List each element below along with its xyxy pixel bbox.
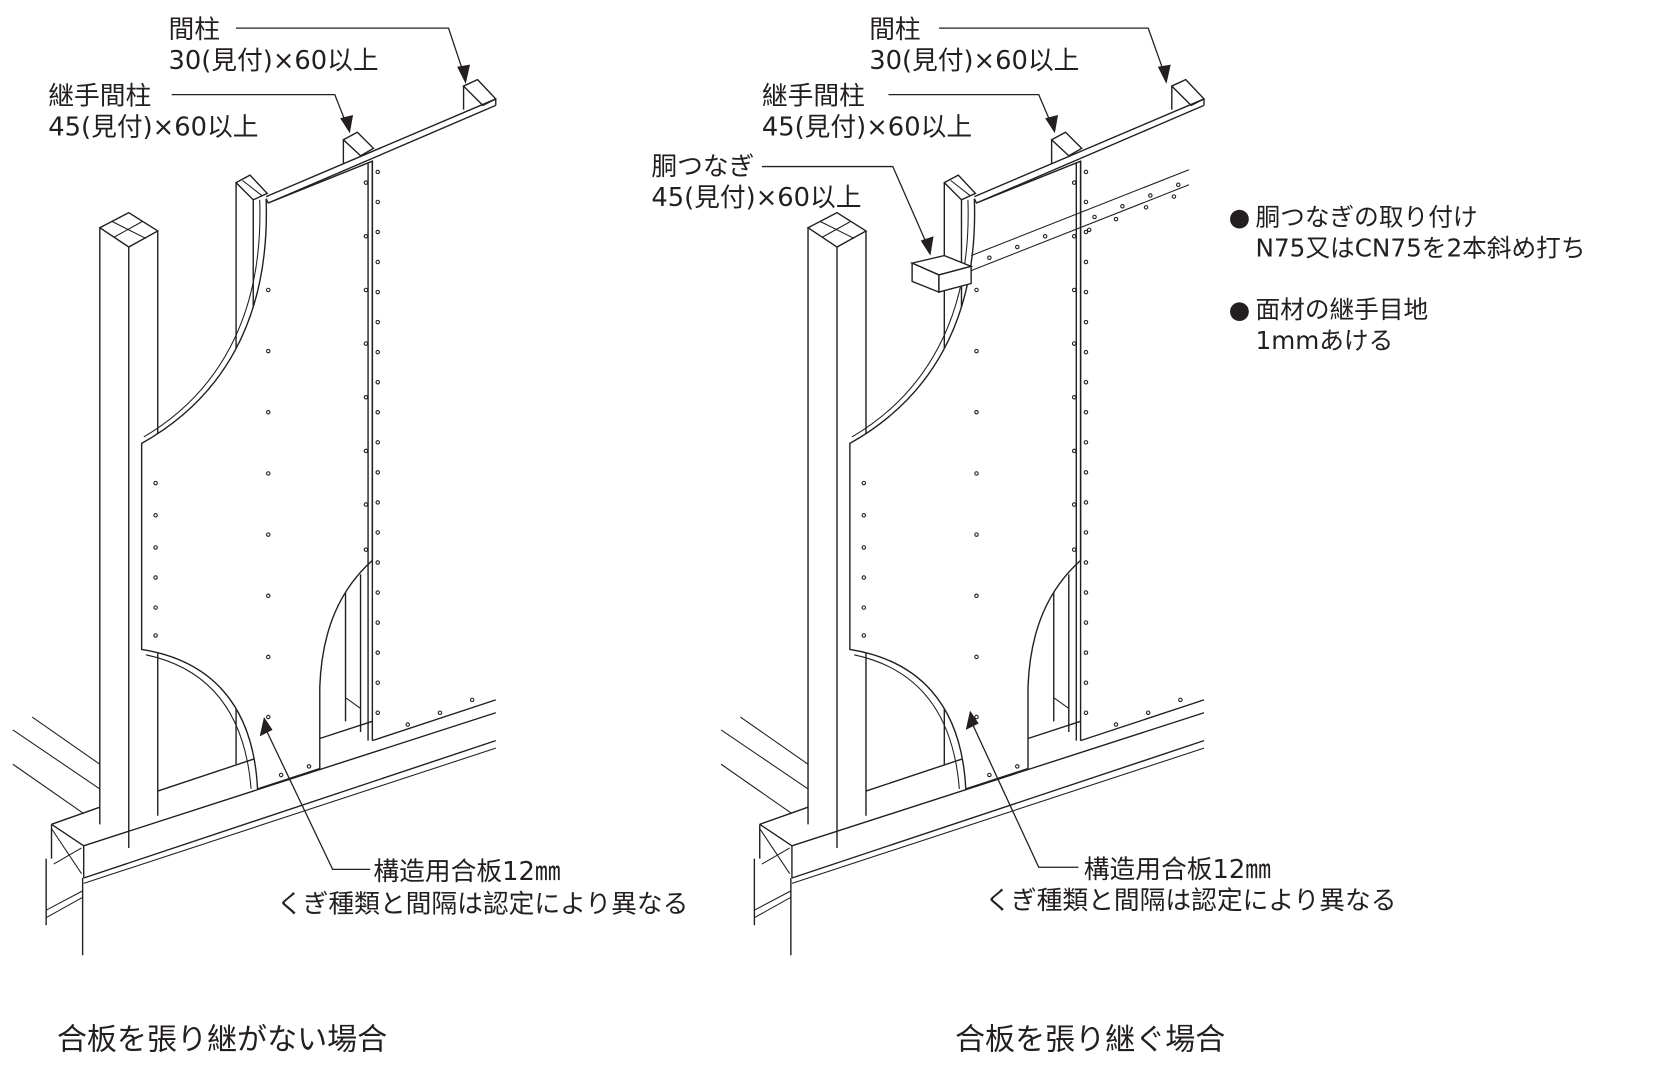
note-joint-title: 面材の継手目地 [1256,295,1429,324]
note-bullet: ● [1229,295,1251,324]
right-joint-stud-leader [888,94,1059,134]
left-plywood-note: くぎ種類と間隔は認定により異なる [277,889,688,919]
right-joint-stud-size: 45(見付)×60以上 [762,112,972,142]
left-stud-leader [236,27,471,84]
note-bullet: ● [1229,203,1251,232]
left-plywood-label: 構造用合板12㎜ [373,857,560,887]
left-framing-drawing [12,78,497,956]
left-joint-stud-leader [171,94,354,134]
right-figure: 間柱 30(見付)×60以上 継手間柱 45(見付)×60以上 胴つなぎ 45(… [651,15,1396,1058]
blocking-label: 胴つなぎ [651,152,754,182]
note-blocking-detail: N75又はCN75を2本斜め打ち [1256,234,1586,263]
right-plywood-label: 構造用合板12㎜ [1084,855,1271,885]
panel-joint-nail-lines [970,169,1190,272]
blocking-leader [761,165,934,256]
blocking-size: 45(見付)×60以上 [651,183,861,213]
left-caption: 合板を張り継がない場合 [57,1023,387,1058]
left-joint-stud-label: 継手間柱 [48,81,151,111]
left-stud-label: 間柱 [168,15,219,45]
blocking-piece [909,254,974,294]
right-stud-leader [938,27,1171,84]
note-blocking-title: 胴つなぎの取り付け [1256,203,1478,232]
left-plywood-leader [259,717,371,871]
right-plywood-note: くぎ種類と間隔は認定により異なる [985,886,1396,916]
left-figure: 間柱 30(見付)×60以上 継手間柱 45(見付)×60以上 構造用合板12㎜… [12,15,688,1058]
right-stud-label: 間柱 [869,15,920,45]
right-joint-stud-label: 継手間柱 [762,81,865,111]
right-caption: 合板を張り継ぐ場合 [955,1023,1225,1058]
right-plywood-leader [965,710,1079,868]
notes: ● 胴つなぎの取り付け N75又はCN75を2本斜め打ち ● 面材の継手目地 1… [1229,203,1586,355]
right-stud-size: 30(見付)×60以上 [869,46,1079,76]
left-stud-size: 30(見付)×60以上 [168,46,378,76]
note-joint-detail: 1mmあける [1256,326,1394,355]
left-joint-stud-size: 45(見付)×60以上 [48,112,258,142]
